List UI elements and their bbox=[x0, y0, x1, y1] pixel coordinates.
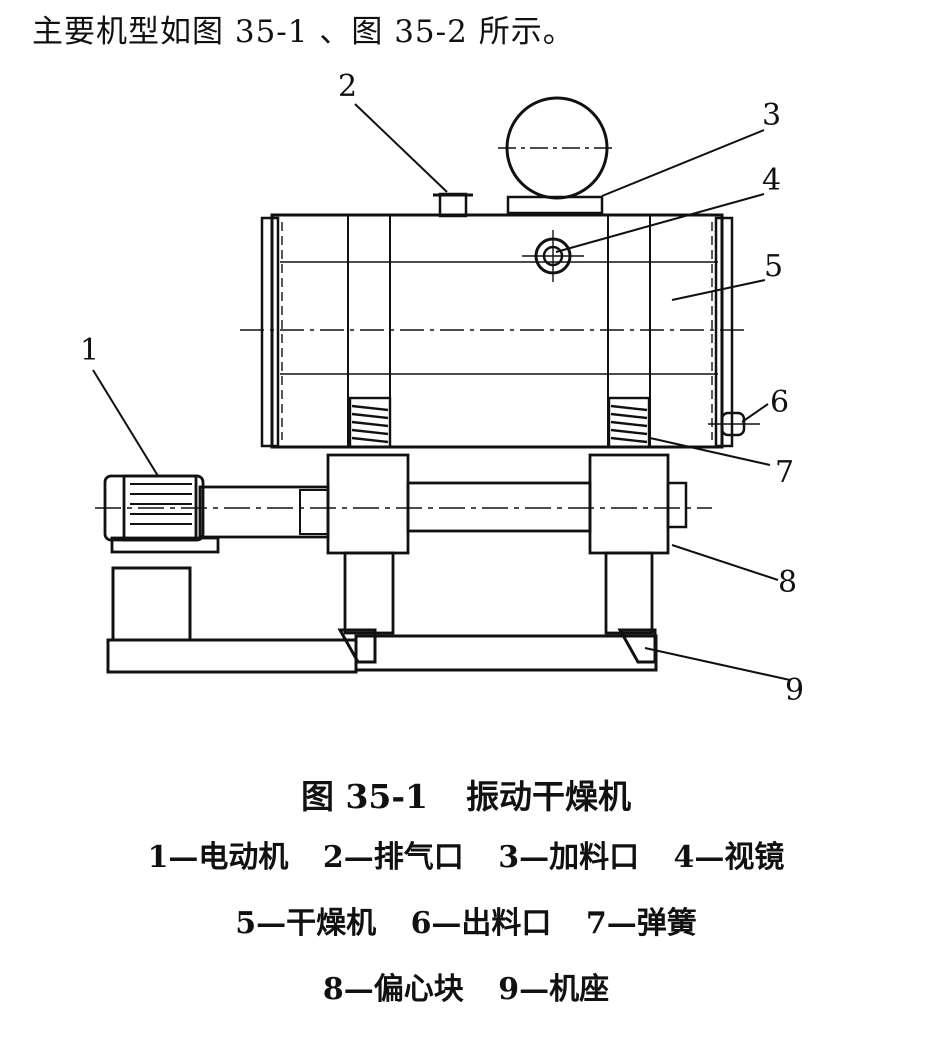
figure-title: 振动干燥机 bbox=[466, 777, 632, 816]
legend-row-3: 8—偏心块 9—机座 bbox=[0, 964, 932, 1008]
legend-item: 6—出料口 bbox=[410, 906, 552, 941]
machine-base bbox=[106, 566, 658, 674]
vibration-dryer-diagram: 1 2 3 4 5 6 7 8 9 bbox=[0, 60, 932, 750]
legend-item: 2—排气口 bbox=[322, 840, 464, 875]
legend-item: 7—弹簧 bbox=[585, 906, 697, 941]
legend-item: 1—电动机 bbox=[147, 840, 289, 875]
legend-item: 9—机座 bbox=[498, 972, 610, 1007]
callout-6: 6 bbox=[770, 385, 789, 420]
callout-5: 5 bbox=[764, 249, 783, 284]
sight-glass bbox=[522, 230, 584, 282]
legend-item: 3—加料口 bbox=[498, 840, 640, 875]
exhaust-port bbox=[438, 192, 468, 218]
electric-motor bbox=[103, 474, 220, 554]
legend-item: 8—偏心块 bbox=[322, 972, 464, 1007]
legend-row-2: 5—干燥机 6—出料口 7—弹簧 bbox=[0, 898, 932, 942]
callout-2: 2 bbox=[338, 69, 357, 104]
legend-item: 4—视镜 bbox=[673, 840, 785, 875]
figure-number: 图 35-1 bbox=[300, 777, 429, 816]
callout-9: 9 bbox=[785, 673, 804, 708]
springs bbox=[348, 396, 651, 449]
figure-caption: 图 35-1 振动干燥机 bbox=[0, 770, 932, 818]
drive-shaft bbox=[95, 481, 712, 539]
callout-8: 8 bbox=[778, 565, 797, 600]
intro-text: 主要机型如图 35-1 、图 35-2 所示。 bbox=[32, 14, 575, 50]
legend-row-1: 1—电动机 2—排气口 3—加料口 4—视镜 bbox=[0, 832, 932, 876]
callout-7: 7 bbox=[775, 455, 794, 490]
dryer-drum bbox=[240, 213, 750, 449]
callout-1: 1 bbox=[80, 333, 99, 368]
feed-inlet bbox=[498, 96, 616, 215]
legend-item: 5—干燥机 bbox=[235, 906, 377, 941]
callout-3: 3 bbox=[762, 98, 781, 133]
callout-4: 4 bbox=[762, 163, 781, 198]
